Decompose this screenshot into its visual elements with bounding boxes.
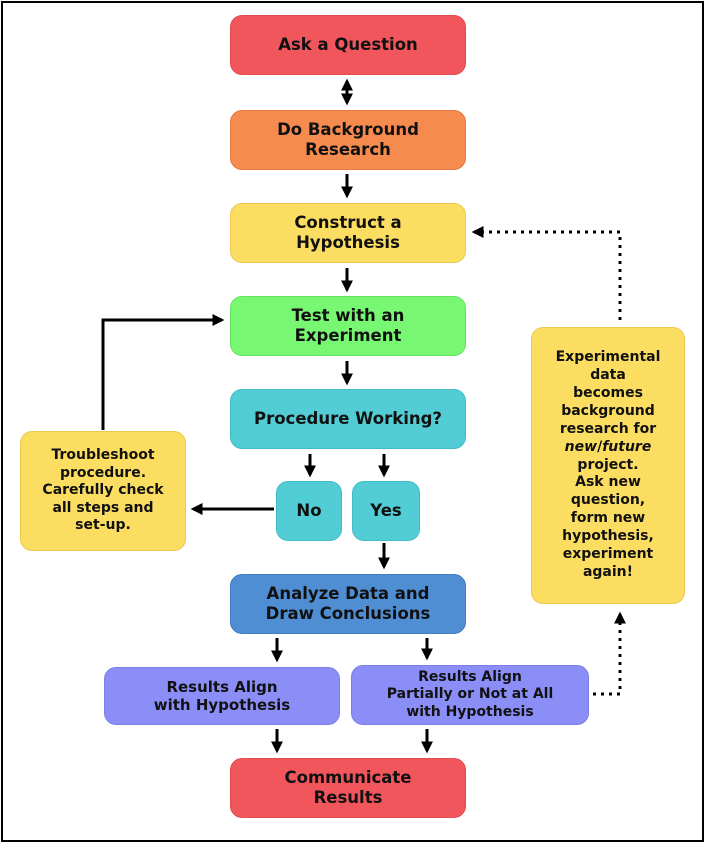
experimental-text-slash: / xyxy=(597,438,603,455)
analyze-data-label: Analyze Data and Draw Conclusions xyxy=(265,584,431,623)
troubleshoot-label: Troubleshoot procedure. Carefully check … xyxy=(42,446,164,534)
procedure-working-label: Procedure Working? xyxy=(253,409,442,429)
background-research-box: Do Background Research xyxy=(230,110,466,170)
experimental-text-new: new xyxy=(564,438,598,455)
experiment-label: Test with an Experiment xyxy=(291,306,405,345)
experiment-box: Test with an Experiment xyxy=(230,296,466,356)
background-research-label: Do Background Research xyxy=(277,120,419,159)
procedure-working-box: Procedure Working? xyxy=(230,389,466,449)
communicate-results-label: Communicate Results xyxy=(284,768,412,807)
arrow-troubleshoot-test xyxy=(101,314,225,430)
results-align-box: Results Align with Hypothesis xyxy=(104,667,340,725)
results-align-label: Results Align with Hypothesis xyxy=(153,678,291,714)
hypothesis-box: Construct a Hypothesis xyxy=(230,203,466,263)
communicate-results-box: Communicate Results xyxy=(230,758,466,818)
dotted-arrow-notalign-experimental xyxy=(593,611,626,696)
experimental-text-after: project. Ask new question, form new hypo… xyxy=(562,456,654,580)
ask-question-label: Ask a Question xyxy=(278,35,418,55)
analyze-data-box: Analyze Data and Draw Conclusions xyxy=(230,574,466,634)
no-label: No xyxy=(296,501,322,521)
dotted-arrow-experimental-hypothesis xyxy=(471,226,622,320)
ask-question-box: Ask a Question xyxy=(230,15,466,75)
hypothesis-label: Construct a Hypothesis xyxy=(294,213,402,252)
no-box: No xyxy=(276,481,342,541)
experimental-data-text: Experimental data becomes background res… xyxy=(556,349,661,582)
yes-label: Yes xyxy=(370,501,402,521)
experimental-text-before: Experimental data becomes background res… xyxy=(555,349,661,437)
experimental-text-future: future xyxy=(602,438,652,455)
troubleshoot-box: Troubleshoot procedure. Carefully check … xyxy=(20,431,186,551)
experimental-data-box: Experimental data becomes background res… xyxy=(531,327,685,604)
yes-box: Yes xyxy=(352,481,420,541)
results-not-align-box: Results Align Partially or Not at All wi… xyxy=(351,665,589,725)
results-not-align-label: Results Align Partially or Not at All wi… xyxy=(386,669,554,720)
